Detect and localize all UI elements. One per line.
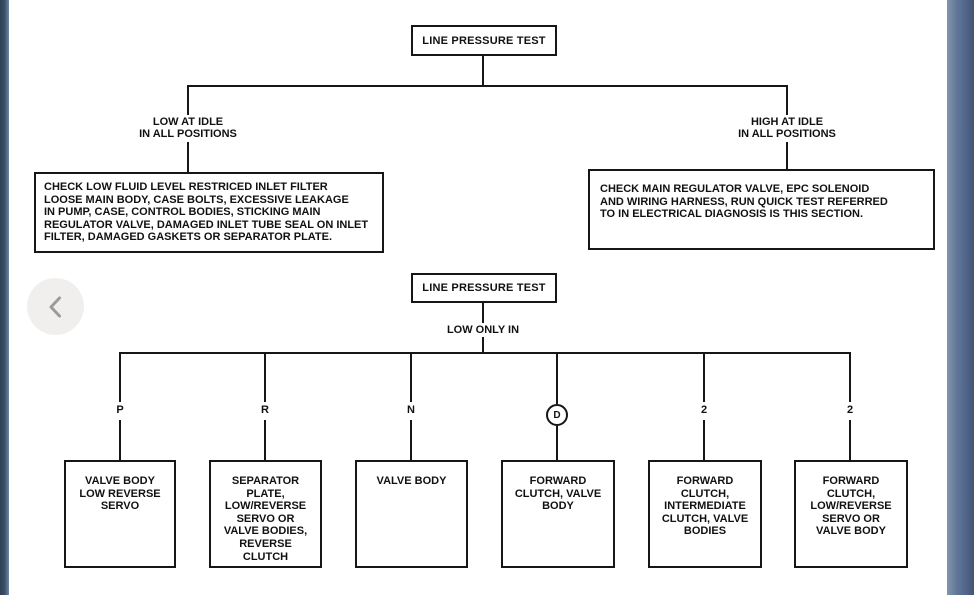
connector-line (187, 85, 189, 115)
connector-line (556, 352, 558, 404)
lower-root-box: LINE PRESSURE TEST (411, 273, 557, 303)
left-edge-bar (0, 0, 9, 595)
result-box-n: VALVE BODY (355, 460, 468, 568)
low-pressure-action-box: CHECK LOW FLUID LEVEL RESTRICED INLET FI… (34, 172, 384, 253)
gear-label-2a: 2 (700, 404, 708, 416)
connector-line (119, 420, 121, 460)
low-at-idle-branch-label: LOW AT IDLE IN ALL POSITIONS (139, 116, 237, 140)
upper-root-box: LINE PRESSURE TEST (411, 25, 557, 56)
gear-label-2b: 2 (846, 404, 854, 416)
connector-line (786, 142, 788, 169)
connector-line (849, 352, 851, 402)
connector-line (119, 352, 121, 402)
connector-line (410, 420, 412, 460)
connector-line (264, 352, 266, 402)
connector-line (482, 56, 484, 86)
high-pressure-action-box: CHECK MAIN REGULATOR VALVE, EPC SOLENOID… (588, 169, 935, 250)
connector-line (264, 420, 266, 460)
gear-label-r: R (261, 404, 269, 416)
result-box-p: VALVE BODY LOW REVERSE SERVO (64, 460, 176, 568)
result-box-2b: FORWARD CLUTCH, LOW/REVERSE SERVO OR VAL… (794, 460, 908, 568)
gear-label-n: N (407, 404, 415, 416)
result-box-d: FORWARD CLUTCH, VALVE BODY (501, 460, 615, 568)
connector-line (482, 303, 484, 323)
chevron-left-icon (49, 296, 61, 317)
connector-line (703, 420, 705, 460)
connector-line (410, 352, 412, 402)
result-box-r: SEPARATOR PLATE, LOW/REVERSE SERVO OR VA… (209, 460, 322, 568)
connector-line (786, 85, 788, 115)
connector-line (703, 352, 705, 402)
high-at-idle-branch-label: HIGH AT IDLE IN ALL POSITIONS (738, 116, 836, 140)
low-only-in-label: LOW ONLY IN (446, 324, 520, 336)
connector-line (187, 142, 189, 172)
right-edge-bar[interactable] (947, 0, 974, 595)
connector-line (849, 420, 851, 460)
connector-line (556, 426, 558, 460)
gear-label-p: P (116, 404, 124, 416)
connector-line (187, 85, 788, 87)
result-box-2a: FORWARD CLUTCH, INTERMEDIATE CLUTCH, VAL… (648, 460, 762, 568)
gear-label-d-circled: D (546, 404, 568, 426)
previous-image-button[interactable] (27, 278, 84, 335)
connector-line (482, 337, 484, 353)
connector-line (119, 352, 851, 354)
